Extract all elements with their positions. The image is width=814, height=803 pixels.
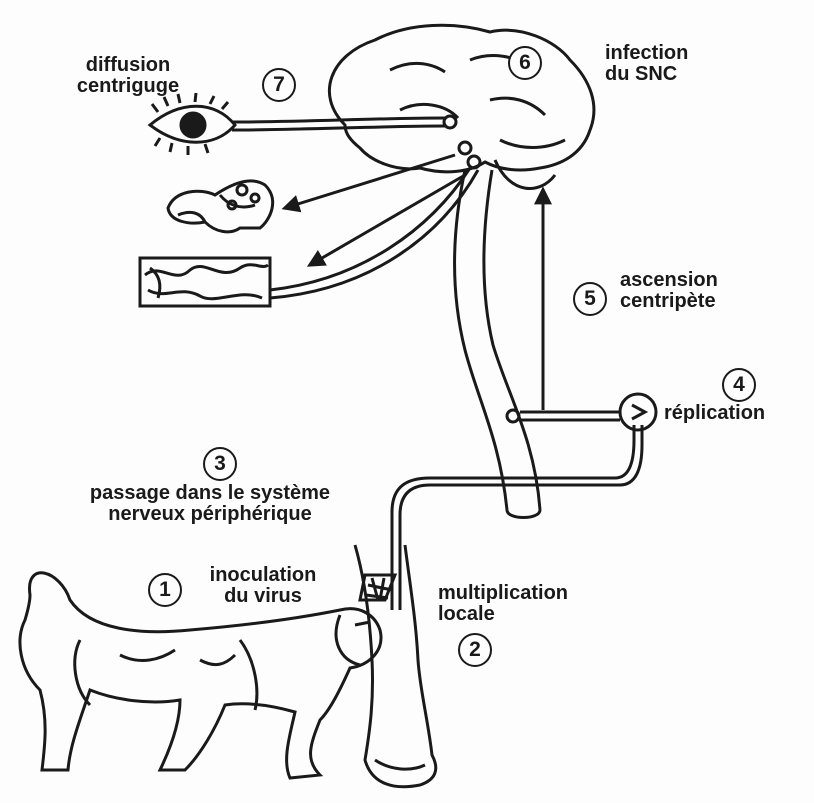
step-7-line-1: diffusion: [48, 55, 208, 76]
step-5-line-1: ascension: [620, 270, 718, 291]
eye-icon: [150, 93, 235, 155]
salivary-gland-icon: [168, 181, 273, 232]
step-1-label: inoculation du virus: [188, 565, 338, 607]
step-6-label: infection du SNC: [605, 43, 688, 85]
step-6-line-2: du SNC: [605, 64, 688, 85]
ganglion-neuron-icon: [507, 394, 656, 430]
step-2-line-2: locale: [438, 604, 568, 625]
step-2-line-1: multiplication: [438, 583, 568, 604]
skin-tissue-icon: [140, 258, 270, 306]
step-4-number: 4: [722, 368, 756, 402]
step-3-number: 3: [203, 447, 237, 481]
step-3-line-2: nerveux périphérique: [25, 504, 395, 525]
step-3-label: passage dans le système nerveux périphér…: [25, 483, 395, 525]
step-5-label: ascension centripète: [620, 270, 718, 312]
step-2-label: multiplication locale: [438, 583, 568, 625]
step-7-line-2: centriguge: [48, 76, 208, 97]
human-leg-icon: [355, 545, 436, 787]
step-3-line-1: passage dans le système: [25, 483, 395, 504]
step-5-number: 5: [573, 282, 607, 316]
spinal-cord-icon: [454, 170, 540, 518]
step-6-line-1: infection: [605, 43, 688, 64]
step-4-label: réplication: [664, 403, 765, 424]
step-1-line-1: inoculation: [188, 565, 338, 586]
step-1-number: 1: [148, 573, 182, 607]
step-7-number: 7: [262, 68, 296, 102]
step-5-line-2: centripète: [620, 291, 718, 312]
step-2-number: 2: [458, 633, 492, 667]
step-6-number: 6: [508, 46, 542, 80]
step-1-line-2: du virus: [188, 586, 338, 607]
step-7-label: diffusion centriguge: [48, 55, 208, 97]
brain-icon: [329, 25, 594, 188]
